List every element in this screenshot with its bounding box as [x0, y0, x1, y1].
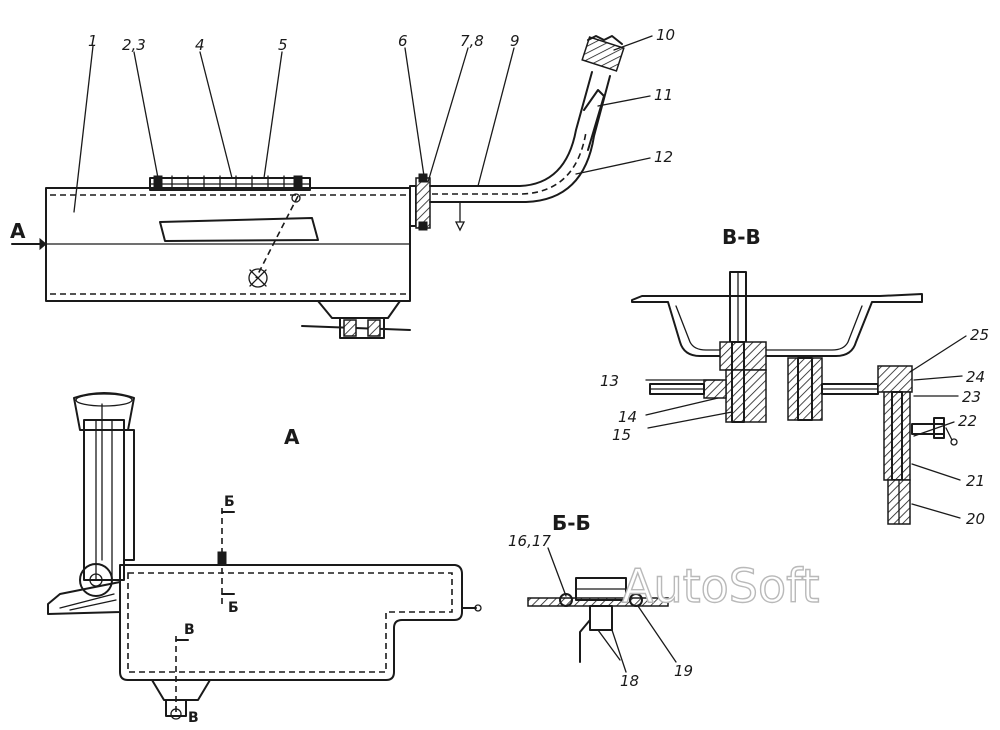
section-vv: В-В [631, 225, 958, 525]
filler-neck [83, 419, 125, 581]
view-a: A Б Б В В [47, 392, 482, 726]
section-bb-title: Б-Б [552, 511, 591, 535]
level-gauge-line [255, 195, 299, 279]
callout-24: 24 [966, 368, 985, 386]
watermark: AutoSoft [622, 559, 820, 613]
cut-v-bottom-label: В [188, 710, 199, 726]
pipe-flange [415, 177, 431, 229]
pipe-upper-edge [429, 71, 593, 187]
callout-2-3: 2,3 [122, 36, 146, 54]
section-vv-title: В-В [722, 225, 761, 249]
callout-4: 4 [195, 36, 205, 54]
sump-bowl [631, 293, 923, 357]
view-arrow-label: A [10, 219, 26, 243]
callout-23: 23 [962, 388, 981, 406]
callout-6: 6 [398, 32, 408, 50]
outlet-pipe [409, 35, 625, 232]
section-bb: Б-Б [527, 511, 669, 663]
callout-14: 14 [618, 408, 637, 426]
callout-12: 12 [654, 148, 673, 166]
mount-wheel [79, 563, 113, 597]
callout-22: 22 [958, 412, 977, 430]
callout-21: 21 [966, 472, 985, 490]
callout-1: 1 [88, 32, 98, 50]
callout-25: 25 [970, 326, 989, 344]
tank-plan-outline [119, 564, 463, 681]
callout-11: 11 [654, 86, 673, 104]
tank-side-view: A [10, 175, 411, 339]
callout-10: 10 [656, 26, 675, 44]
callout-labels: 1 2,3 4 5 6 7,8 9 10 11 12 13 14 15 16,1… [88, 26, 989, 690]
cut-b-top-label: Б [224, 494, 235, 510]
middle-fitting [787, 357, 823, 421]
pipe-lower-edge [429, 75, 611, 203]
callout-16-17: 16,17 [508, 532, 551, 550]
cut-v-top-label: В [184, 622, 195, 638]
callout-18: 18 [620, 672, 639, 690]
tank-sump [317, 300, 401, 319]
callout-20: 20 [966, 510, 985, 528]
callout-9: 9 [510, 32, 520, 50]
callout-13: 13 [600, 372, 619, 390]
callout-5: 5 [278, 36, 288, 54]
tank-inner-window [159, 217, 319, 242]
callout-19: 19 [674, 662, 693, 680]
view-a-title: A [284, 425, 300, 449]
callout-7-8: 7,8 [460, 32, 484, 50]
cut-b-bottom-label: Б [228, 600, 239, 616]
pipe-end-cap [581, 36, 625, 72]
tap-head [877, 365, 913, 393]
leader-lines [73, 35, 967, 673]
callout-15: 15 [612, 426, 631, 444]
